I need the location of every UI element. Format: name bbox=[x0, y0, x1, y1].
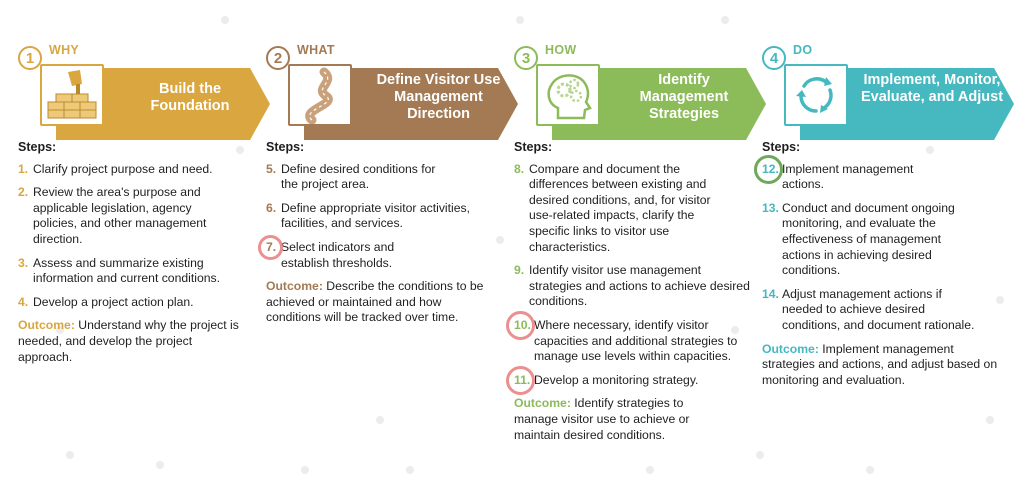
steps-heading: Steps: bbox=[266, 140, 305, 154]
highlight-ring bbox=[754, 154, 783, 184]
step-text: Assess and summarize existing informatio… bbox=[33, 255, 220, 286]
step-text: Define appropriate visitor activities, f… bbox=[281, 200, 470, 231]
step-7: 7. Select indicators and establish thresh… bbox=[258, 234, 441, 271]
cycle-arrows-icon bbox=[784, 64, 848, 126]
chevron-arrow-why bbox=[56, 68, 270, 140]
phase-do-title: Implement, Monitor, Evaluate, and Adjust bbox=[860, 72, 1004, 105]
step-8: 8. Compare and document the differences b… bbox=[514, 162, 729, 256]
step-9: 9. Identify visitor use management strate… bbox=[514, 263, 755, 310]
step-text: Compare and document the differences bet… bbox=[529, 161, 711, 254]
phase-do-content: Steps: 12.Implement management actions. … bbox=[754, 140, 1002, 389]
outcome-text: Describe the conditions to be achieved o… bbox=[266, 279, 484, 325]
step-number: 12. bbox=[762, 161, 779, 176]
phase-why-outcome: Outcome: Understand why the project is n… bbox=[18, 318, 248, 365]
step-number: 8. bbox=[514, 161, 525, 176]
phase-why-tag: WHY bbox=[49, 43, 80, 57]
phase-do-number: 4 bbox=[762, 46, 786, 70]
outcome-label: Outcome: bbox=[266, 279, 323, 294]
phase-why-number: 1 bbox=[18, 46, 42, 70]
step-10: 10.Where necessary, identify visitor cap… bbox=[506, 310, 739, 365]
step-number: 11. bbox=[514, 372, 531, 387]
step-number: 13. bbox=[762, 200, 779, 215]
steps-heading: Steps: bbox=[514, 140, 553, 154]
phase-how-number: 3 bbox=[514, 46, 538, 70]
highlight-ring bbox=[258, 234, 283, 260]
step-number: 7. bbox=[266, 239, 277, 254]
highlight-ring bbox=[506, 310, 535, 340]
chevron-arrow-do bbox=[800, 68, 1014, 140]
step-text: Develop a monitoring strategy. bbox=[534, 372, 699, 387]
step-number: 1. bbox=[18, 161, 29, 176]
phase-what-tag: WHAT bbox=[297, 43, 335, 57]
step-14: 14.Adjust management actions if needed t… bbox=[762, 287, 982, 334]
step-number: 6. bbox=[266, 200, 277, 215]
step-6: 6. Define appropriate visitor activities,… bbox=[266, 201, 506, 232]
step-11: 11.Develop a monitoring strategy. bbox=[506, 365, 750, 395]
step-number: 2. bbox=[18, 185, 29, 200]
outcome-label: Outcome: bbox=[18, 318, 75, 333]
head-gears-icon bbox=[536, 64, 600, 126]
step-text: Where necessary, identify visitor capaci… bbox=[534, 317, 738, 364]
step-text: Review the area's purpose and applicable… bbox=[33, 185, 207, 246]
step-text: Clarify project purpose and need. bbox=[33, 161, 213, 176]
step-text: Develop a project action plan. bbox=[33, 294, 194, 309]
phase-what-outcome: Outcome: Describe the conditions to be a… bbox=[266, 279, 491, 326]
phase-how-title: Identify Management Strategies bbox=[639, 72, 729, 122]
outcome-text: Understand why the project is needed, an… bbox=[18, 318, 239, 364]
highlight-ring bbox=[506, 365, 535, 395]
step-text: Identify visitor use management strategi… bbox=[529, 263, 750, 309]
phase-what-content: Steps: 5. Define desired conditions for t… bbox=[258, 140, 496, 326]
steps-heading: Steps: bbox=[762, 140, 801, 154]
step-text: Adjust management actions if needed to a… bbox=[782, 286, 975, 332]
step-number: 4. bbox=[18, 294, 29, 309]
step-number: 9. bbox=[514, 263, 525, 278]
winding-road-icon bbox=[288, 64, 352, 126]
steps-heading: Steps: bbox=[18, 140, 57, 154]
outcome-text: Implement management strategies and acti… bbox=[762, 341, 998, 387]
chevron-arrow-how bbox=[552, 68, 766, 140]
phase-why-content: Steps: 1. Clarify project purpose and nee… bbox=[18, 140, 258, 365]
step-number: 14. bbox=[762, 286, 779, 301]
phase-how-tag: HOW bbox=[545, 43, 577, 57]
step-text: Select indicators and establish threshol… bbox=[281, 239, 395, 270]
step-text: Conduct and document ongoing monitoring,… bbox=[782, 200, 955, 278]
step-text: Implement management actions. bbox=[782, 161, 914, 192]
outcome-text: Identify strategies to manage visitor us… bbox=[514, 396, 690, 442]
phase-what-title: Define Visitor Use Management Direction bbox=[376, 72, 501, 122]
step-text: Define desired conditions for the projec… bbox=[281, 161, 436, 192]
step-number: 3. bbox=[18, 255, 29, 270]
step-3: 3. Assess and summarize existing informat… bbox=[18, 256, 248, 287]
phase-do-outcome: Outcome: Implement management strategies… bbox=[762, 342, 1000, 389]
step-12: 12.Implement management actions. bbox=[754, 154, 942, 193]
phase-why-title: Build the Foundation bbox=[150, 81, 230, 114]
step-5: 5. Define desired conditions for the proj… bbox=[266, 162, 451, 193]
step-1: 1. Clarify project purpose and need. bbox=[18, 162, 258, 178]
step-4: 4. Develop a project action plan. bbox=[18, 295, 258, 311]
phase-do-tag: DO bbox=[793, 43, 813, 57]
outcome-label: Outcome: bbox=[762, 341, 819, 356]
brick-wall-trowel-icon bbox=[40, 64, 104, 126]
step-number: 10. bbox=[514, 317, 531, 332]
chevron-arrow-what bbox=[304, 68, 518, 140]
phase-what-number: 2 bbox=[266, 46, 290, 70]
step-2: 2. Review the area's purpose and applicab… bbox=[18, 185, 218, 247]
outcome-label: Outcome: bbox=[514, 396, 571, 411]
step-13: 13.Conduct and document ongoing monitori… bbox=[762, 201, 982, 279]
phase-how-outcome: Outcome: Identify strategies to manage v… bbox=[514, 396, 724, 443]
phase-how-content: Steps: 8. Compare and document the differ… bbox=[506, 140, 750, 443]
step-number: 5. bbox=[266, 161, 277, 176]
